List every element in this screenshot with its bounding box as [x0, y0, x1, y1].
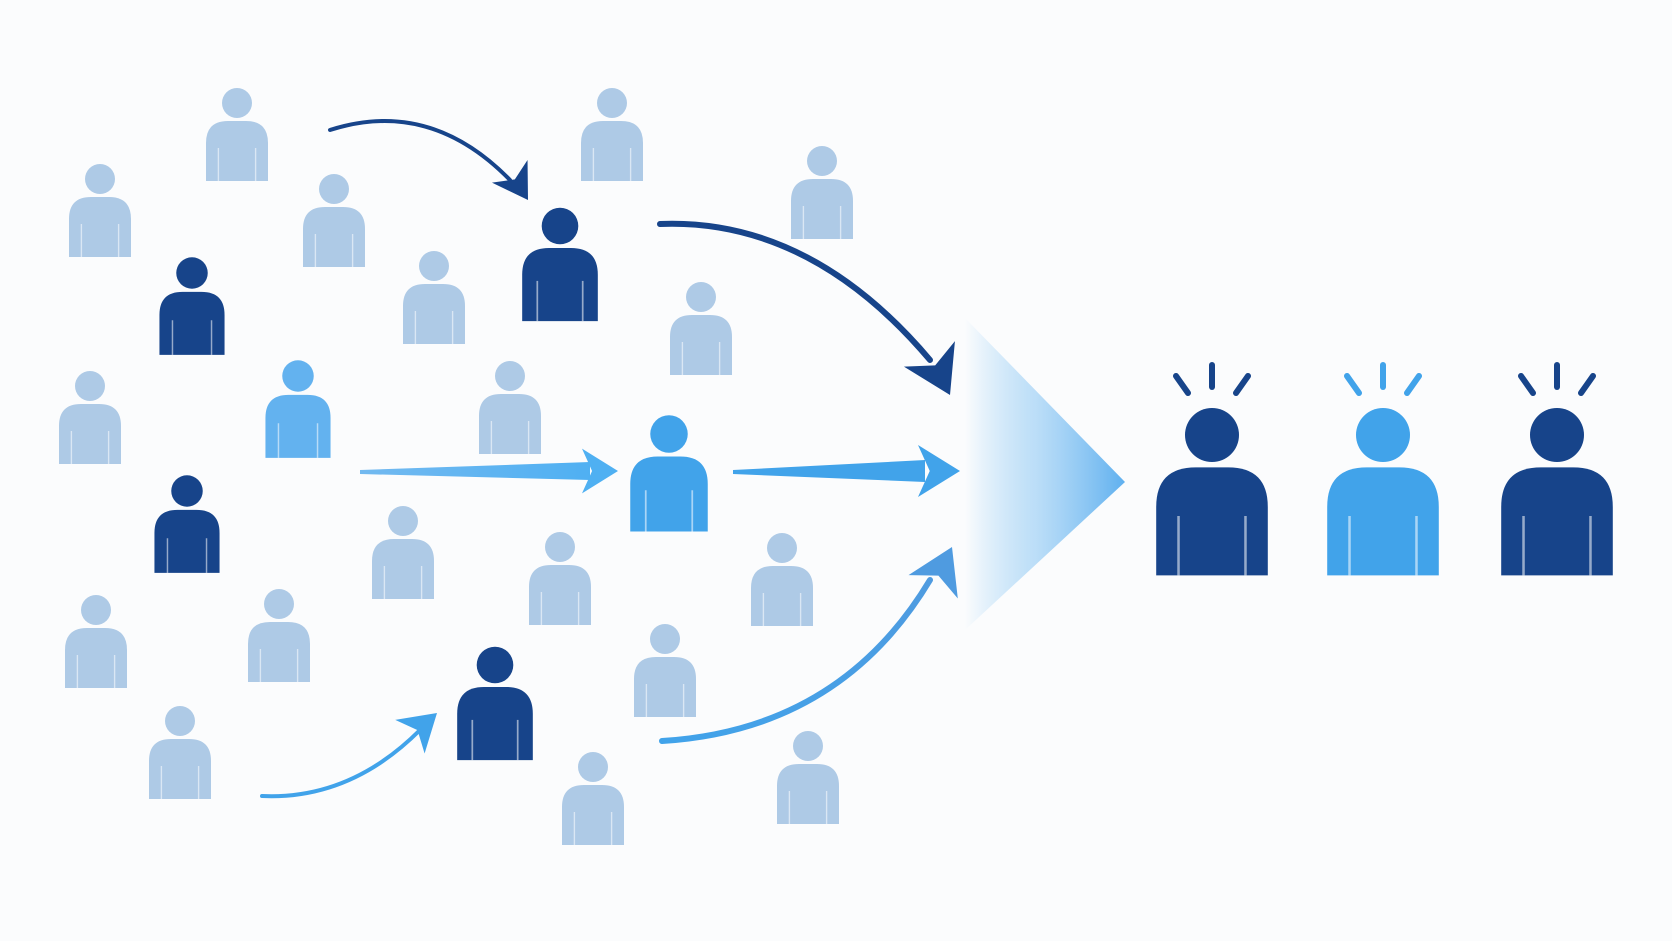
person-head — [1356, 408, 1410, 462]
person-head — [85, 164, 115, 194]
person-body — [777, 764, 839, 824]
person-body — [206, 121, 268, 181]
crowd-person — [670, 282, 732, 375]
person-body — [1156, 467, 1268, 576]
crowd-person — [634, 624, 696, 717]
result-person-alert — [1501, 362, 1613, 576]
crowd-person — [479, 361, 541, 454]
person-head — [476, 646, 514, 684]
person-body — [630, 456, 708, 532]
highlighted-person — [154, 475, 220, 573]
highlighted-person — [457, 646, 533, 761]
person-body — [265, 394, 331, 458]
person-head — [222, 88, 252, 118]
crowd-person — [372, 506, 434, 599]
person-head — [176, 257, 208, 289]
crowd-person — [562, 752, 624, 845]
highlighted-person — [265, 360, 331, 458]
person-body — [791, 179, 853, 239]
person-body — [581, 121, 643, 181]
person-body — [1327, 467, 1439, 576]
alert-icon — [1344, 362, 1422, 396]
arrow-to-bottom-person — [260, 713, 437, 799]
person-body — [154, 509, 220, 573]
person-body — [248, 622, 310, 682]
person-body — [149, 739, 211, 799]
person-body — [529, 565, 591, 625]
person-body — [372, 539, 434, 599]
person-head — [807, 146, 837, 176]
person-body — [522, 247, 598, 322]
crowd-person — [751, 533, 813, 626]
person-head — [597, 88, 627, 118]
crowd-person — [777, 731, 839, 824]
arrow-to-top-person — [328, 119, 528, 200]
arrow-into-funnel-top — [657, 220, 955, 395]
result-person-alert — [1327, 362, 1439, 576]
person-head — [793, 731, 823, 761]
crowd-person — [149, 706, 211, 799]
person-head — [686, 282, 716, 312]
person-head — [578, 752, 608, 782]
alert-icon — [1173, 362, 1251, 396]
person-head — [767, 533, 797, 563]
crowd-person — [65, 595, 127, 688]
person-head — [650, 415, 688, 453]
person-head — [1530, 408, 1584, 462]
crowd-person — [581, 88, 643, 181]
highlighted-person — [159, 257, 225, 355]
person-head — [388, 506, 418, 536]
person-body — [670, 315, 732, 375]
person-head — [75, 371, 105, 401]
person-body — [562, 785, 624, 845]
person-head — [319, 174, 349, 204]
person-body — [303, 207, 365, 267]
crowd-person — [403, 251, 465, 344]
person-body — [479, 394, 541, 454]
result-person-alert — [1156, 362, 1268, 576]
person-body — [751, 566, 813, 626]
person-body — [59, 404, 121, 464]
person-head — [495, 361, 525, 391]
person-body — [457, 686, 533, 761]
arrow-to-center-person — [360, 448, 618, 494]
person-head — [282, 360, 314, 392]
arrow-center-to-funnel — [733, 444, 960, 498]
crowd-person — [248, 589, 310, 682]
person-head — [264, 589, 294, 619]
person-head — [81, 595, 111, 625]
arrow-into-funnel-bottom — [659, 547, 958, 744]
crowd-person — [303, 174, 365, 267]
person-head — [171, 475, 203, 507]
crowd-person — [59, 371, 121, 464]
person-head — [650, 624, 680, 654]
person-head — [541, 207, 579, 245]
person-head — [1185, 408, 1239, 462]
person-head — [419, 251, 449, 281]
person-body — [159, 291, 225, 355]
highlighted-person — [522, 207, 598, 322]
crowd-person — [791, 146, 853, 239]
person-head — [545, 532, 575, 562]
person-body — [1501, 467, 1613, 576]
alert-icon — [1518, 362, 1596, 396]
crowd-person — [69, 164, 131, 257]
person-body — [65, 628, 127, 688]
person-head — [165, 706, 195, 736]
highlighted-person — [630, 415, 708, 532]
crowd-person — [529, 532, 591, 625]
person-body — [403, 284, 465, 344]
crowd-person — [206, 88, 268, 181]
funnel-triangle — [965, 318, 1125, 630]
person-body — [69, 197, 131, 257]
person-body — [634, 657, 696, 717]
